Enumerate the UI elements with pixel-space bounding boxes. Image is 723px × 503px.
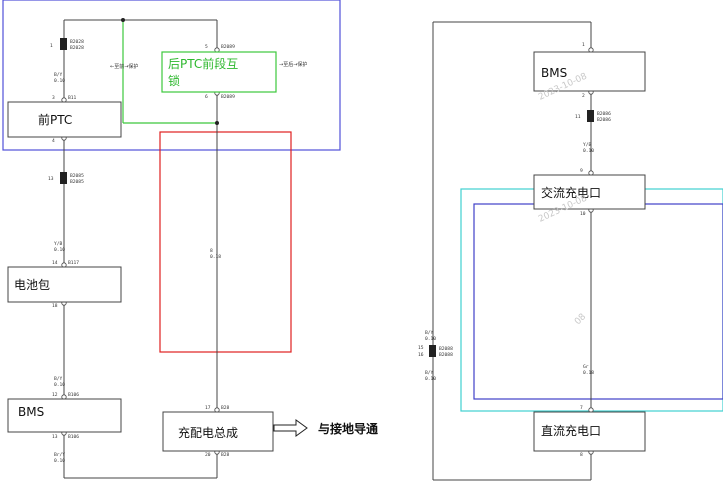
svg-text:B2088: B2088 (439, 346, 453, 352)
pdu-box: 充配电总成 (162, 411, 274, 452)
svg-text:9: 9 (580, 168, 583, 174)
bms-right-box: BMS (533, 51, 646, 92)
svg-text:BMS: BMS (18, 405, 44, 419)
svg-text:B106: B106 (68, 392, 79, 398)
svg-text:0.10: 0.10 (54, 78, 65, 84)
junction-dot (121, 18, 125, 22)
svg-text:20: 20 (205, 452, 211, 458)
svg-text:3: 3 (52, 95, 55, 101)
connector-symbol: B2028 B2028 1 (50, 38, 84, 51)
svg-text:Br/Y: Br/Y (54, 452, 65, 458)
cyan-highlight-frame (460, 188, 723, 412)
svg-text:B117: B117 (68, 260, 79, 266)
connector-symbol: B2088 B2088 15 16 (418, 345, 453, 358)
watermark: 08 (573, 312, 588, 327)
svg-text:后PTC前段互: 后PTC前段互 (168, 56, 238, 71)
front-ptc-box: 前PTC (7, 101, 122, 138)
svg-text:10: 10 (580, 211, 586, 217)
side-note-left: ←至前→保护 (110, 63, 138, 70)
svg-text:交流充电口: 交流充电口 (541, 185, 601, 200)
svg-text:锁: 锁 (168, 73, 180, 88)
red-highlight-frame (159, 131, 292, 353)
svg-text:B11: B11 (68, 95, 77, 101)
svg-text:7: 7 (580, 405, 583, 411)
svg-text:1: 1 (582, 42, 585, 48)
svg-text:17: 17 (205, 405, 211, 411)
svg-text:0.10: 0.10 (425, 376, 436, 382)
bms-left-box: BMS (7, 398, 122, 433)
ground-arrow (273, 419, 308, 437)
svg-text:5: 5 (205, 44, 208, 50)
dc-charge-port-box: 直流充电口 (533, 411, 646, 452)
svg-text:B2089: B2089 (221, 94, 235, 100)
svg-text:B2085: B2085 (70, 179, 84, 185)
svg-text:1: 1 (50, 43, 53, 49)
svg-text:8: 8 (580, 452, 583, 458)
side-note-right: →至后→保护 (279, 61, 307, 68)
blue-highlight-frame-right (473, 203, 723, 400)
svg-text:11: 11 (575, 114, 581, 120)
svg-text:6: 6 (205, 94, 208, 100)
svg-text:B28: B28 (221, 405, 230, 411)
svg-text:Y/B: Y/B (583, 142, 592, 148)
svg-text:18: 18 (52, 303, 58, 309)
svg-text:14: 14 (52, 260, 58, 266)
pin-labels: 3 B11 4 14 B117 18 12 B106 13 B106 5 B20… (52, 42, 586, 458)
terminal-pins (61, 47, 594, 455)
svg-text:前PTC: 前PTC (38, 112, 72, 127)
svg-text:0.18: 0.18 (210, 254, 221, 260)
svg-text:B28: B28 (221, 452, 230, 458)
svg-text:4: 4 (52, 138, 55, 144)
svg-text:Gr: Gr (583, 364, 589, 370)
svg-text:0.10: 0.10 (583, 148, 594, 154)
svg-text:2: 2 (582, 93, 585, 99)
svg-text:B2086: B2086 (597, 117, 611, 123)
svg-text:B/Y: B/Y (54, 376, 63, 382)
svg-text:充配电总成: 充配电总成 (178, 425, 238, 440)
ac-charge-port-box: 交流充电口 (533, 174, 646, 210)
svg-text:B2028: B2028 (70, 45, 84, 51)
wire-labels: B/Y 0.10 Y/B 0.10 B/Y 0.10 Br/Y 0.10 8 0… (54, 72, 594, 464)
svg-text:B/Y: B/Y (425, 370, 434, 376)
svg-text:0.10: 0.10 (54, 247, 65, 253)
svg-text:B2089: B2089 (221, 44, 235, 50)
connector-symbol: B2086 B2086 11 (575, 110, 611, 123)
svg-text:0.10: 0.10 (54, 382, 65, 388)
svg-text:B2085: B2085 (70, 173, 84, 179)
blue-highlight-frame-top-left (2, 0, 341, 151)
svg-text:直流充电口: 直流充电口 (541, 423, 601, 438)
svg-text:B2086: B2086 (597, 111, 611, 117)
svg-text:12: 12 (52, 392, 58, 398)
ground-note: 与接地导通 (318, 421, 378, 436)
junction-dot (215, 121, 219, 125)
connector-symbol: B2085 B2085 13 (48, 172, 84, 185)
left-circuit-wires (63, 19, 218, 479)
svg-text:B2088: B2088 (439, 352, 453, 358)
svg-text:13: 13 (48, 176, 54, 182)
svg-text:0.18: 0.18 (583, 370, 594, 376)
svg-text:B/Y: B/Y (54, 72, 63, 78)
svg-text:16: 16 (418, 352, 424, 358)
green-interlock-wire (122, 20, 217, 124)
svg-text:BMS: BMS (541, 66, 567, 80)
svg-text:Y/B: Y/B (54, 241, 63, 247)
svg-text:8: 8 (210, 248, 213, 254)
svg-text:15: 15 (418, 345, 424, 351)
svg-text:B2028: B2028 (70, 39, 84, 45)
right-circuit-wires (432, 21, 592, 481)
svg-text:13: 13 (52, 434, 58, 440)
svg-text:B/Y: B/Y (425, 330, 434, 336)
rear-ptc-interlock-box: 后PTC前段互 锁 (161, 51, 277, 93)
svg-text:电池包: 电池包 (14, 278, 50, 292)
battery-pack-box: 电池包 (7, 266, 122, 303)
svg-text:0.10: 0.10 (54, 458, 65, 464)
svg-text:B106: B106 (68, 434, 79, 440)
svg-text:0.10: 0.10 (425, 336, 436, 342)
